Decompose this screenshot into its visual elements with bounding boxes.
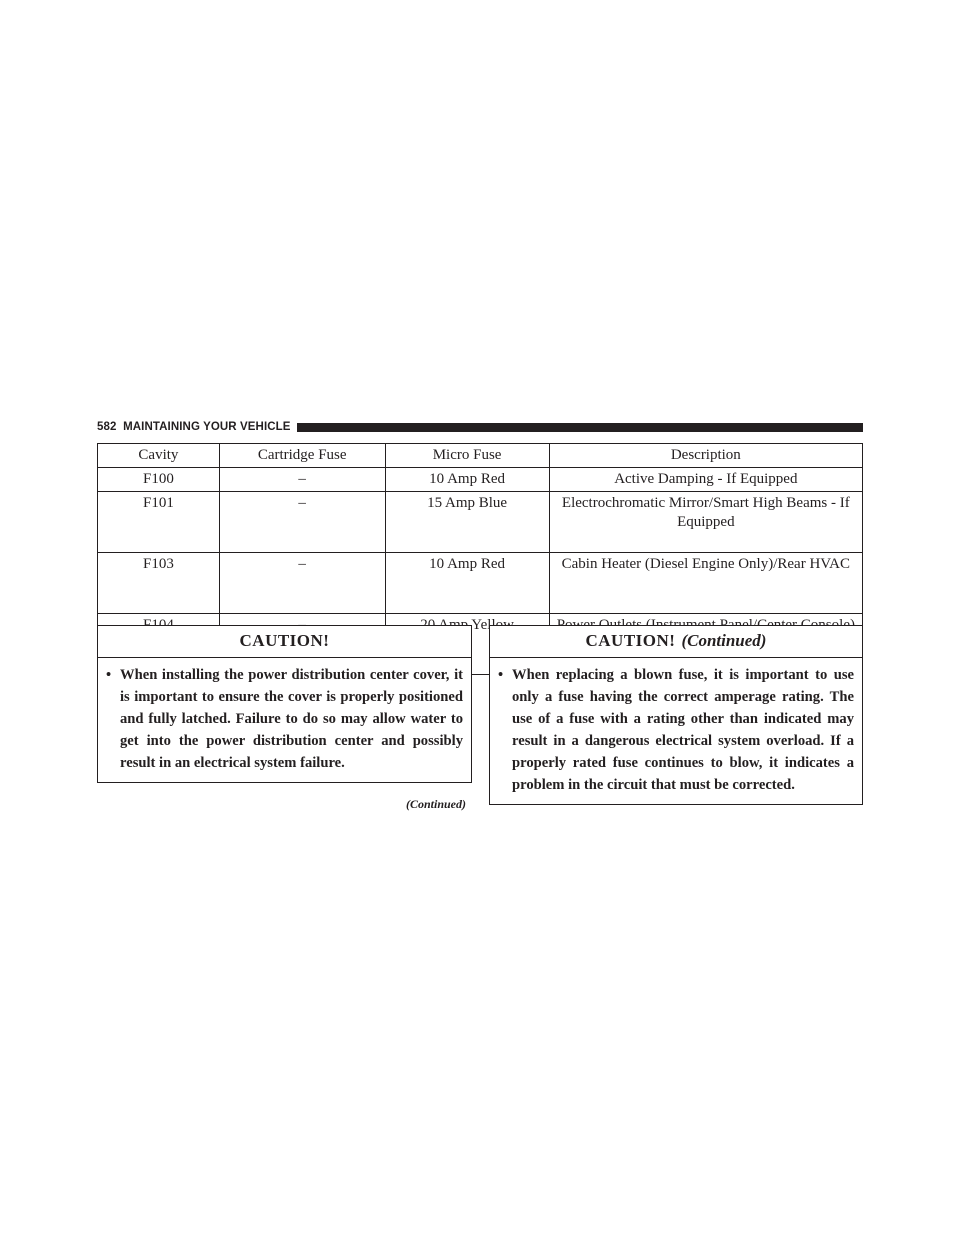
bullet-glyph: • [498, 667, 504, 683]
cell-description: Electrochromatic Mirror/Smart High Beams… [548, 491, 864, 553]
cell-cavity: F100 [97, 467, 220, 492]
continued-label: (Continued) [405, 797, 466, 811]
table-row: F103 – 10 Amp Red Cabin Heater (Diesel E… [97, 552, 864, 614]
table-row: F100 – 10 Amp Red Active Damping - If Eq… [97, 467, 864, 492]
caution-box-left: CAUTION! • When installing the power dis… [97, 625, 472, 783]
section-title: MAINTAINING YOUR VEHICLE [123, 421, 291, 433]
page-number: 582 [97, 421, 117, 433]
cell-cartridge-fuse: – [218, 467, 386, 492]
caution-title-text: CAUTION! [239, 631, 330, 650]
cell-description: Active Damping - If Equipped [548, 467, 864, 492]
column-header-micro-fuse: Micro Fuse [384, 443, 550, 468]
caution-title: CAUTION! (Continued) [490, 626, 862, 658]
table-header-row: Cavity Cartridge Fuse Micro Fuse Descrip… [97, 443, 864, 468]
column-header-description: Description [548, 443, 864, 468]
caution-title: CAUTION! [98, 626, 471, 658]
header-rule [296, 422, 863, 432]
caution-box-right: CAUTION! (Continued) • When replacing a b… [489, 625, 863, 805]
cell-description: Cabin Heater (Diesel Engine Only)/Rear H… [548, 552, 864, 614]
caution-title-text: CAUTION! [585, 631, 676, 650]
cell-cavity: F103 [97, 552, 220, 614]
column-header-cavity: Cavity [97, 443, 220, 468]
cell-cartridge-fuse: – [218, 552, 386, 614]
bullet-glyph: • [106, 667, 112, 683]
caution-body: • When installing the power distribution… [98, 658, 471, 782]
cell-cavity: F101 [97, 491, 220, 553]
page-header: 582 MAINTAINING YOUR VEHICLE [97, 419, 863, 435]
caution-title-continued: (Continued) [681, 631, 767, 650]
cell-micro-fuse: 15 Amp Blue [384, 491, 550, 553]
cell-cartridge-fuse: – [218, 491, 386, 553]
cell-micro-fuse: 10 Amp Red [384, 467, 550, 492]
fuse-table: Cavity Cartridge Fuse Micro Fuse Descrip… [97, 443, 864, 675]
caution-text: When installing the power distribution c… [120, 667, 463, 771]
table-row: F101 – 15 Amp Blue Electrochromatic Mirr… [97, 491, 864, 553]
cell-micro-fuse: 10 Amp Red [384, 552, 550, 614]
page-header-text: 582 MAINTAINING YOUR VEHICLE [97, 421, 297, 433]
column-header-cartridge-fuse: Cartridge Fuse [218, 443, 386, 468]
caution-body: • When replacing a blown fuse, it is imp… [490, 658, 862, 804]
caution-text: When replacing a blown fuse, it is impor… [512, 667, 854, 793]
